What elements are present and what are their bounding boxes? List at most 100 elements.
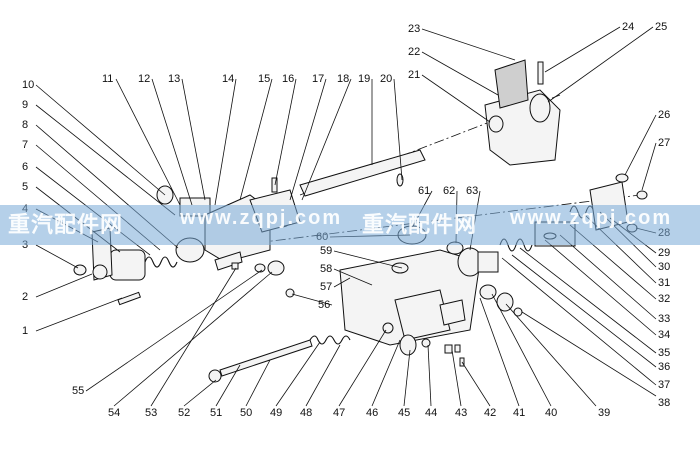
callout-8: 8 xyxy=(22,119,28,131)
leader-line-2 xyxy=(35,273,93,298)
lower-rod-assembly xyxy=(208,322,465,383)
callout-9: 9 xyxy=(22,99,28,111)
callout-labels: 1234567891011121314151617181920212223242… xyxy=(22,21,670,419)
callout-31: 31 xyxy=(658,277,670,289)
callout-13: 13 xyxy=(168,73,180,85)
callout-3: 3 xyxy=(22,239,28,251)
callout-48: 48 xyxy=(300,407,312,419)
leader-line-47 xyxy=(338,329,387,407)
watermark-text-url: www.zqpj.com xyxy=(180,207,343,229)
leader-line-36 xyxy=(511,254,657,368)
leader-line-53 xyxy=(150,267,237,407)
callout-25: 25 xyxy=(655,21,667,33)
callout-38: 38 xyxy=(658,397,670,409)
callout-52: 52 xyxy=(178,407,190,419)
callout-10: 10 xyxy=(22,79,34,91)
callout-51: 51 xyxy=(210,407,222,419)
callout-6: 6 xyxy=(22,161,28,173)
watermark-text-cn: 重汽配件网 xyxy=(8,213,124,238)
watermark-text-cn-2: 重汽配件网 xyxy=(362,213,478,238)
leader-line-48 xyxy=(305,344,341,407)
callout-55: 55 xyxy=(72,385,84,397)
leader-line-3 xyxy=(35,244,79,269)
leader-line-43 xyxy=(451,349,462,407)
leader-line-12 xyxy=(151,78,193,206)
leader-line-39 xyxy=(505,303,597,407)
leader-line-23 xyxy=(421,28,516,61)
callout-37: 37 xyxy=(658,379,670,391)
callout-54: 54 xyxy=(108,407,120,419)
callout-19: 19 xyxy=(358,73,370,85)
callout-33: 33 xyxy=(658,313,670,325)
callout-36: 36 xyxy=(658,361,670,373)
callout-32: 32 xyxy=(658,293,670,305)
leader-line-15 xyxy=(239,78,273,201)
leader-line-21 xyxy=(421,74,491,123)
callout-15: 15 xyxy=(258,73,270,85)
leader-line-1 xyxy=(35,297,123,332)
callout-16: 16 xyxy=(282,73,294,85)
callout-47: 47 xyxy=(333,407,345,419)
callout-40: 40 xyxy=(545,407,557,419)
callout-29: 29 xyxy=(658,247,670,259)
callout-18: 18 xyxy=(337,73,349,85)
callout-45: 45 xyxy=(398,407,410,419)
callout-7: 7 xyxy=(22,139,28,151)
leader-line-51 xyxy=(215,364,241,407)
leader-line-20 xyxy=(393,78,403,181)
callout-62: 62 xyxy=(443,185,455,197)
callout-43: 43 xyxy=(455,407,467,419)
leader-line-33 xyxy=(559,234,657,320)
leader-line-27 xyxy=(641,142,657,191)
leader-line-18 xyxy=(301,78,352,201)
callout-1: 1 xyxy=(22,325,28,337)
callout-17: 17 xyxy=(312,73,324,85)
leader-line-55 xyxy=(85,269,263,392)
leader-line-9 xyxy=(35,104,176,216)
callout-23: 23 xyxy=(408,23,420,35)
leader-line-45 xyxy=(403,349,411,407)
callout-46: 46 xyxy=(366,407,378,419)
callout-2: 2 xyxy=(22,291,28,303)
callout-61: 61 xyxy=(418,185,430,197)
upper-bracket xyxy=(484,59,561,166)
leader-line-35 xyxy=(519,247,657,354)
leader-line-57 xyxy=(333,277,351,288)
callout-56: 56 xyxy=(318,299,330,311)
leader-line-38 xyxy=(521,311,657,397)
callout-53: 53 xyxy=(145,407,157,419)
leader-line-22 xyxy=(421,51,499,96)
leader-line-50 xyxy=(245,359,271,407)
leader-line-58 xyxy=(333,268,373,286)
leader-line-24 xyxy=(544,26,621,73)
leader-line-44 xyxy=(427,344,432,407)
callout-42: 42 xyxy=(484,407,496,419)
leader-line-16 xyxy=(274,78,297,186)
callout-14: 14 xyxy=(222,73,234,85)
leader-line-59 xyxy=(333,250,403,269)
leader-line-42 xyxy=(461,361,491,407)
leader-line-41 xyxy=(479,297,520,407)
callout-35: 35 xyxy=(658,347,670,359)
leader-line-46 xyxy=(371,339,401,407)
callout-49: 49 xyxy=(270,407,282,419)
callout-63: 63 xyxy=(466,185,478,197)
callout-5: 5 xyxy=(22,181,28,193)
leader-line-37 xyxy=(501,257,657,386)
leader-line-13 xyxy=(181,78,206,201)
leader-line-40 xyxy=(491,293,552,407)
leader-line-54 xyxy=(113,271,273,407)
callout-50: 50 xyxy=(240,407,252,419)
callout-30: 30 xyxy=(658,261,670,273)
callout-44: 44 xyxy=(425,407,437,419)
leader-line-17 xyxy=(289,78,327,201)
leader-line-25 xyxy=(547,26,654,103)
leader-line-56 xyxy=(291,293,333,306)
callout-22: 22 xyxy=(408,46,420,58)
leader-line-14 xyxy=(214,78,237,206)
leader-line-49 xyxy=(275,341,321,407)
callout-34: 34 xyxy=(658,329,670,341)
leader-line-10 xyxy=(35,84,166,196)
leader-line-26 xyxy=(624,114,657,176)
callout-24: 24 xyxy=(622,21,634,33)
